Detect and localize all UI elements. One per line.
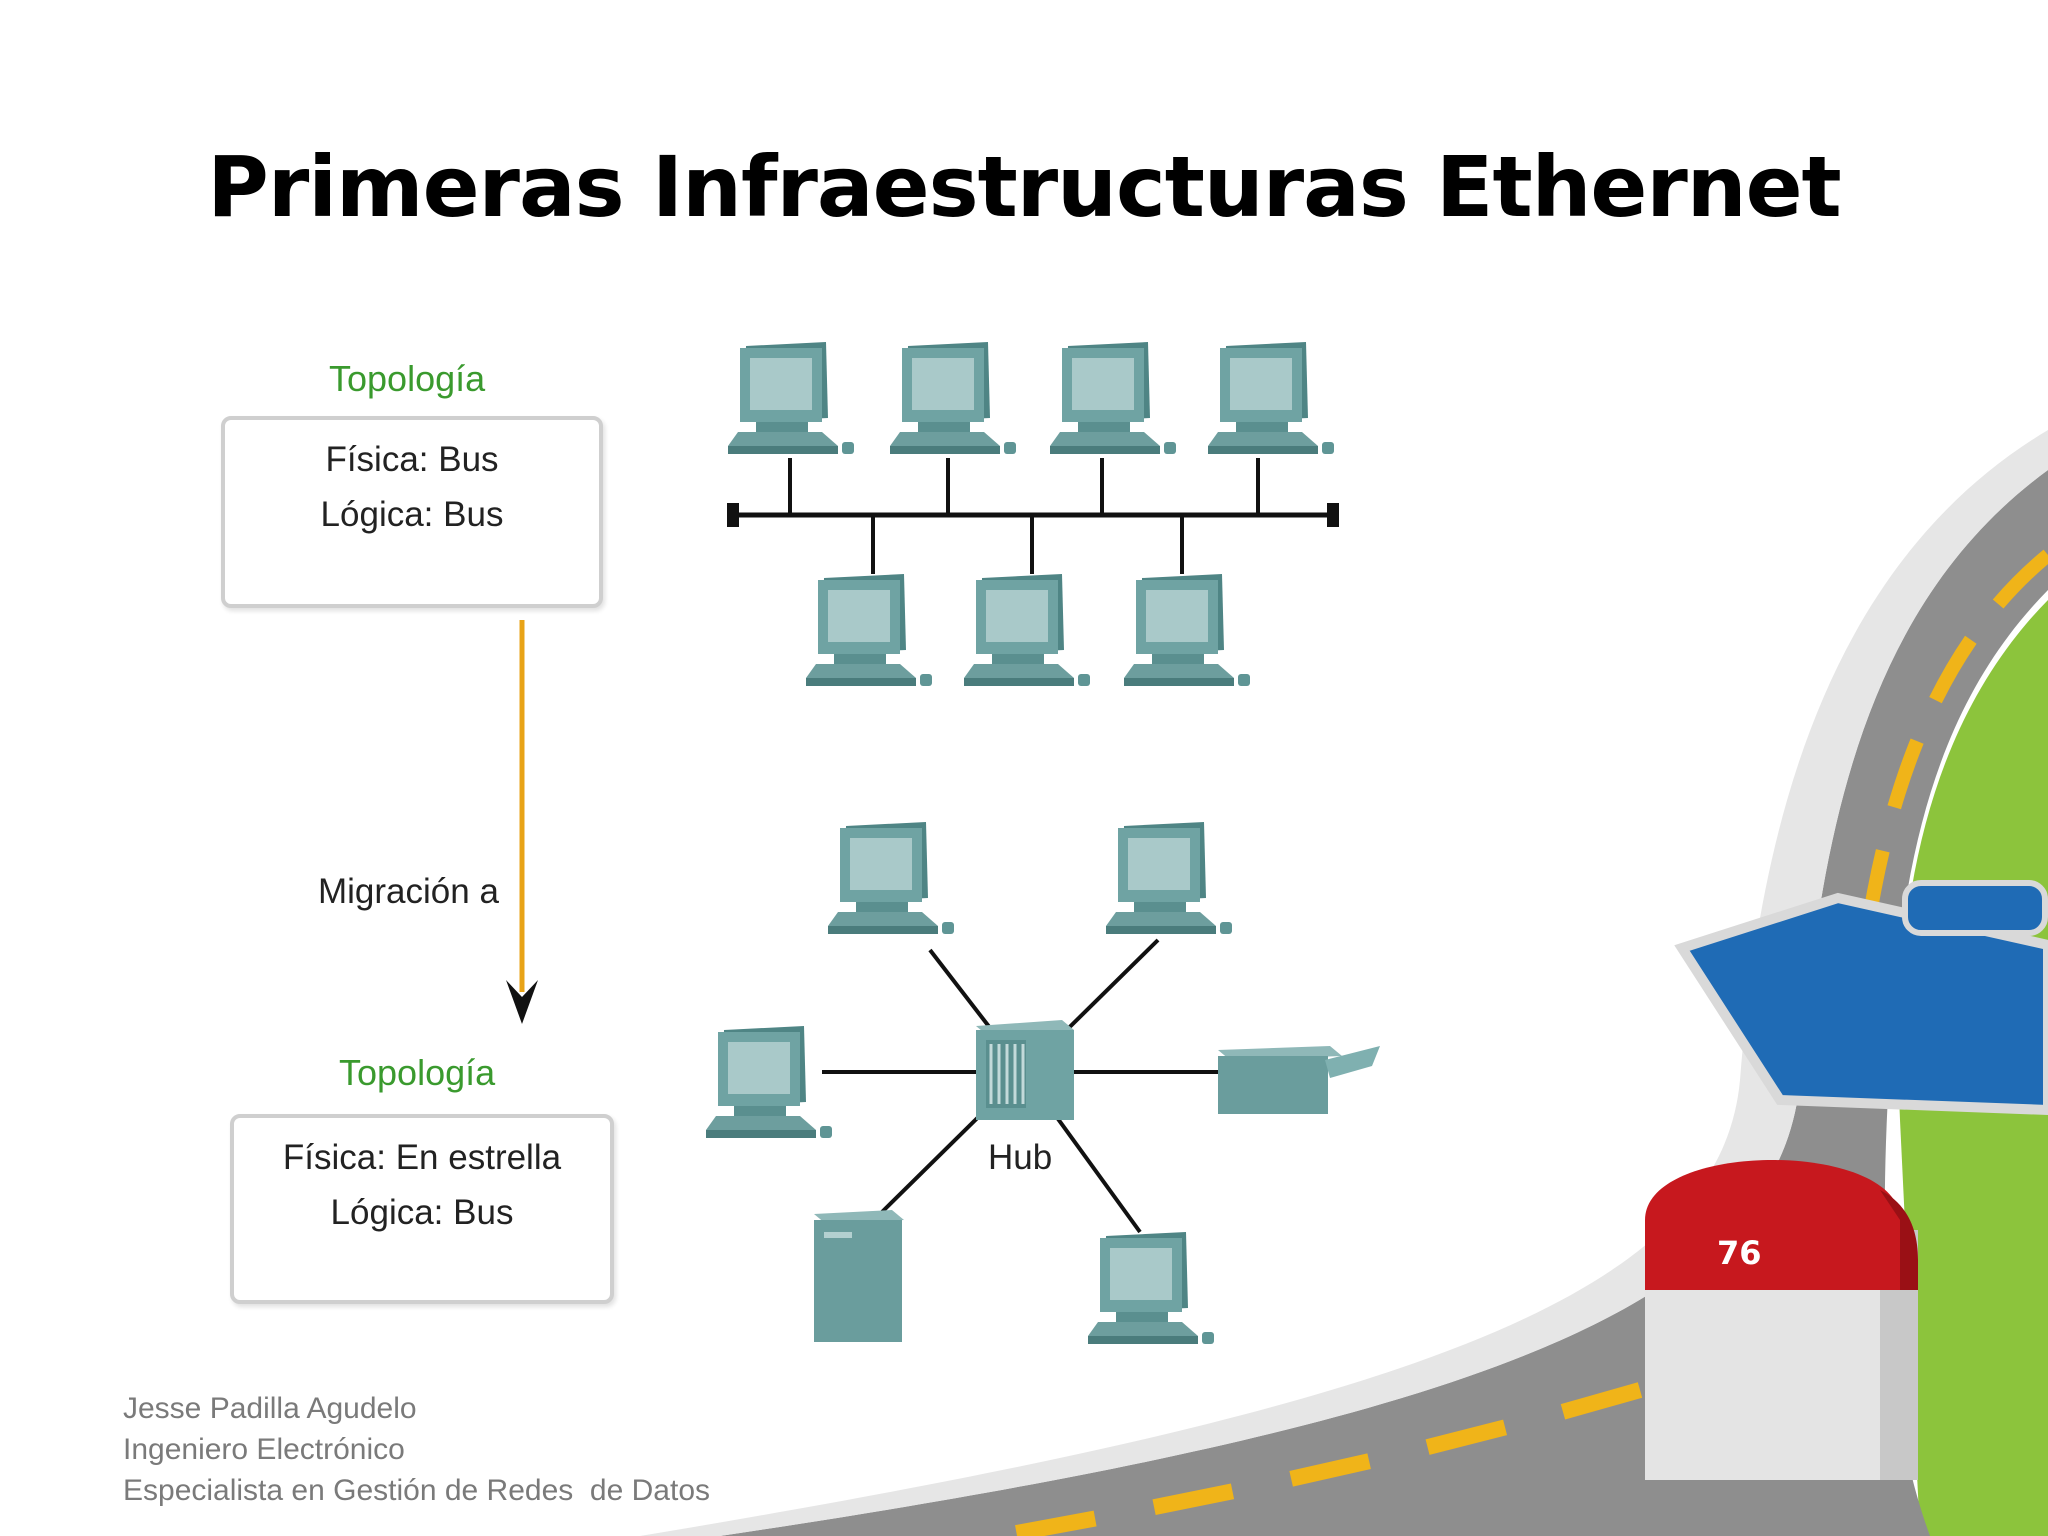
star-computer-icon: [706, 1026, 832, 1138]
server-icon: [814, 1210, 904, 1342]
bus-computer-icon: [1208, 342, 1334, 454]
star-computer-icon: [1106, 822, 1232, 934]
bottom-topology-label: Topología: [339, 1052, 496, 1093]
migration-arrow: [506, 620, 538, 1024]
hub-label: Hub: [988, 1138, 1053, 1177]
bottom-topology-box: Física: En estrella Lógica: Bus: [230, 1114, 614, 1304]
star-computer-icon: [1088, 1232, 1214, 1344]
bus-computer-icon: [1050, 342, 1176, 454]
printer-icon: [1218, 1046, 1380, 1114]
top-physical-text: Física: Bus: [325, 440, 499, 479]
bottom-physical-text: Física: En estrella: [282, 1138, 562, 1177]
page-number: 76: [1717, 1234, 1762, 1272]
bottom-logical-text: Lógica: Bus: [330, 1193, 514, 1232]
top-logical-text: Lógica: Bus: [320, 495, 504, 534]
migration-label: Migración a: [318, 872, 499, 911]
top-topology-box: Física: Bus Lógica: Bus: [221, 416, 603, 608]
bus-computer-icon: [890, 342, 1016, 454]
bus-computer-icon: [1124, 574, 1250, 686]
bus-computer-icon: [728, 342, 854, 454]
bus-topology-diagram: [727, 342, 1339, 686]
star-topology-diagram: [706, 822, 1380, 1344]
author-specialty: Especialista en Gestión de Redes de Dato…: [123, 1474, 711, 1507]
author-role: Ingeniero Electrónico: [123, 1433, 405, 1466]
bus-computer-icon: [806, 574, 932, 686]
author-name: Jesse Padilla Agudelo: [123, 1392, 417, 1425]
slide-title: Primeras Infraestructuras Ethernet: [207, 138, 1841, 236]
bus-computer-icon: [964, 574, 1090, 686]
top-topology-label: Topología: [329, 358, 486, 399]
hub-icon: [976, 1020, 1074, 1120]
star-computer-icon: [828, 822, 954, 934]
